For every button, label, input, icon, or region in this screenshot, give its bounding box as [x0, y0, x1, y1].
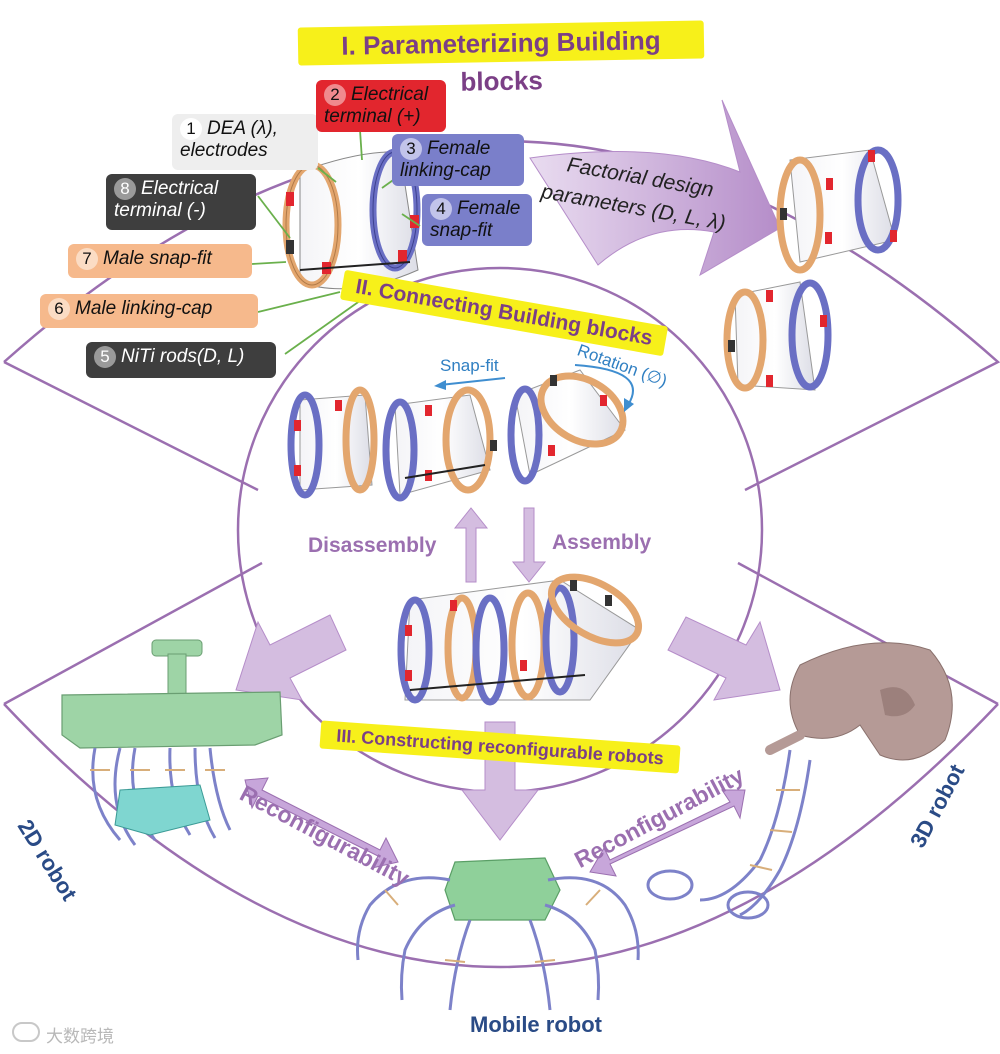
robot-mobile-label: Mobile robot — [470, 1012, 602, 1037]
part-number-badge: 3 — [400, 138, 422, 160]
disassembly-label: Disassembly — [308, 534, 437, 557]
part-number-badge: 7 — [76, 248, 98, 270]
variant-block-lower — [723, 279, 832, 392]
part-text: Electrical terminal (-) — [114, 178, 219, 221]
part-number-badge: 2 — [324, 84, 346, 106]
separated-block-3 — [507, 369, 627, 485]
reconfig-arrow-right — [589, 789, 746, 877]
watermark-text: 大数跨境 — [46, 1027, 114, 1047]
factorial-arrow — [529, 99, 781, 277]
part-text: Male snap-fit — [103, 248, 212, 269]
disassembly-arrow — [453, 507, 489, 583]
arrow-to-3d-robot — [667, 616, 781, 701]
part-text: DEA (λ), electrodes — [180, 118, 278, 161]
snapfit-label: Snap-fit — [440, 356, 499, 375]
part-text: Male linking-cap — [75, 298, 213, 319]
assembly-label: Assembly — [552, 531, 652, 554]
watermark-logo-icon — [12, 1022, 40, 1042]
part-number-badge: 8 — [114, 178, 136, 200]
part-number-badge: 1 — [180, 118, 202, 140]
part-number-badge: 6 — [48, 298, 70, 320]
robot-2d-illustration — [61, 639, 283, 846]
part-text: NiTi rods(D, L) — [121, 346, 245, 367]
reconfig-arrow-left — [244, 777, 399, 869]
arrow-to-2d-robot — [235, 614, 347, 701]
separated-block-2 — [382, 386, 497, 502]
part-text: Female snap-fit — [430, 198, 521, 241]
robot-3d-illustration — [646, 642, 953, 920]
separated-block-1 — [287, 386, 378, 499]
part-number-badge: 4 — [430, 198, 452, 220]
part-text: Electrical terminal (+) — [324, 84, 429, 127]
part-number-badge: 5 — [94, 346, 116, 368]
part-text: Female linking-cap — [400, 138, 491, 181]
section-one-banner: I. Parameterizing Building blocks — [297, 20, 705, 97]
robot-mobile-illustration — [356, 857, 640, 1011]
assembly-arrow — [511, 507, 547, 583]
center-circle — [236, 266, 764, 794]
assembled-chain — [397, 573, 643, 706]
variant-block-upper — [776, 146, 902, 274]
